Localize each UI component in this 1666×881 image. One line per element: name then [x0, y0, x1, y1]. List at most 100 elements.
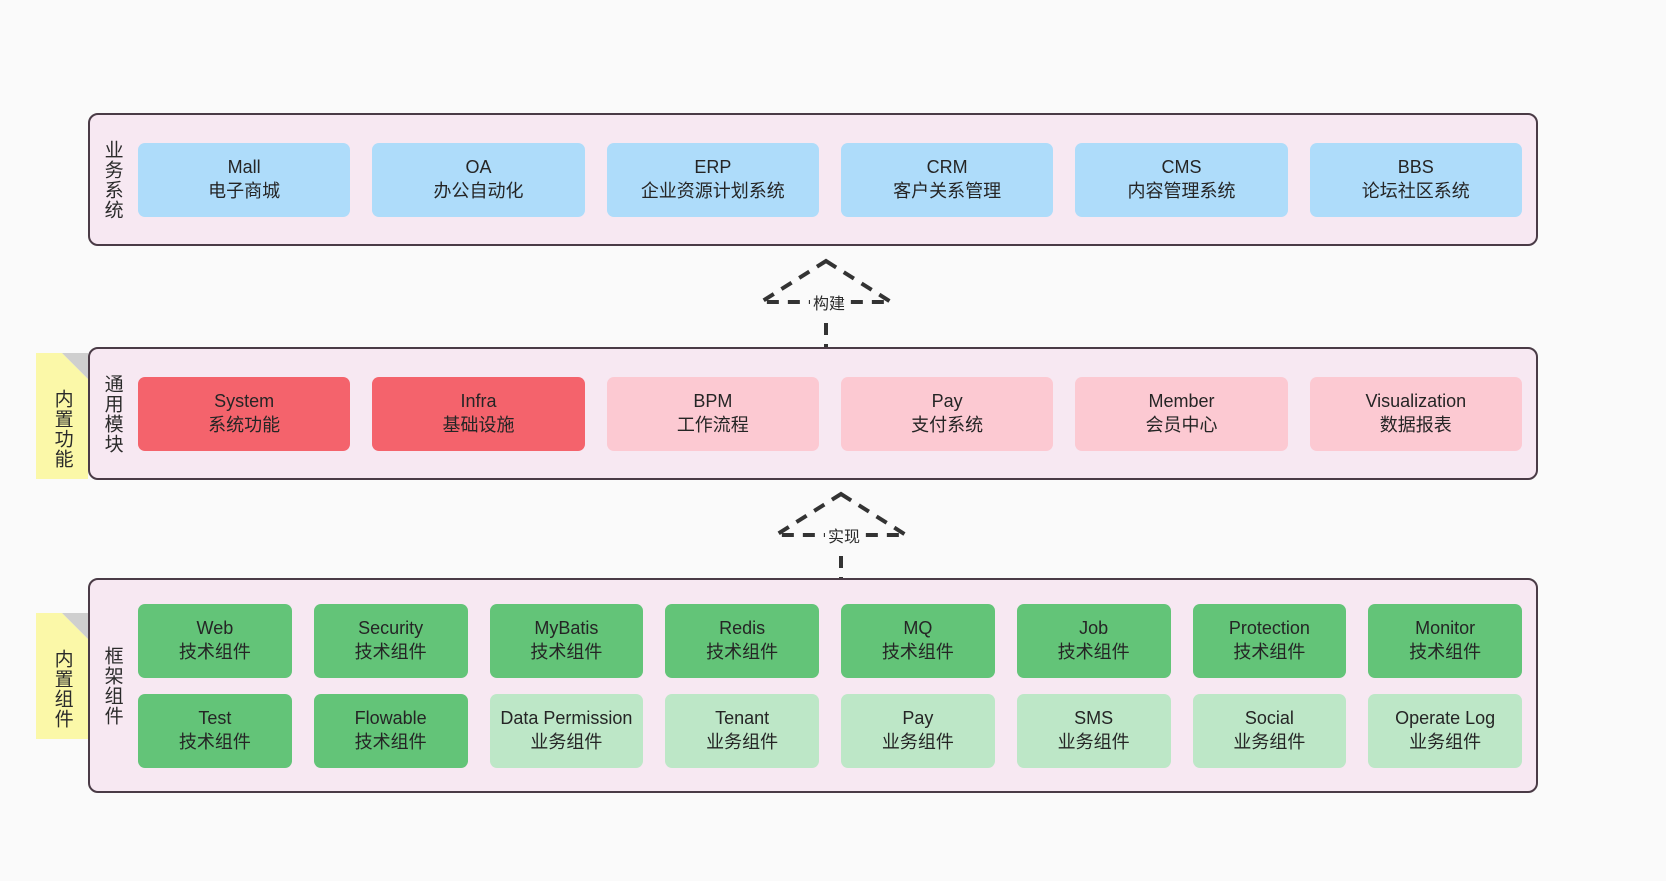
- node-label-cn: 技术组件: [706, 641, 779, 662]
- sticky-note-builtin-features: 内置功能: [36, 353, 88, 479]
- node-label-en: Job: [1079, 618, 1109, 639]
- layer-title-framework-components: 框架组件: [101, 645, 123, 726]
- node-label-cn: 技术组件: [1233, 641, 1306, 662]
- connector-label-build: 构建: [810, 290, 849, 314]
- node-label-cn: 内容管理系统: [1127, 180, 1236, 201]
- layer-title-common-modules: 通用模块: [101, 373, 123, 454]
- node-label-cn: 数据报表: [1379, 414, 1452, 435]
- node-label-en: Mall: [227, 157, 261, 178]
- sticky-note-builtin-components-label: 内置组件: [51, 649, 73, 729]
- node-label-en: Data Permission: [500, 708, 633, 729]
- node-label-en: OA: [465, 157, 492, 178]
- node-label-cn: 客户关系管理: [893, 180, 1002, 201]
- connector-build: 构建: [740, 255, 940, 355]
- node-label-cn: 支付系统: [911, 414, 984, 435]
- node-label-en: Social: [1244, 708, 1294, 729]
- node-label-en: Visualization: [1365, 391, 1467, 412]
- node-label-cn: 技术组件: [1057, 641, 1130, 662]
- node-label-cn: 业务组件: [1057, 731, 1130, 752]
- node-label-cn: 业务组件: [1233, 731, 1306, 752]
- node-label-cn: 企业资源计划系统: [640, 180, 785, 201]
- node-label-cn: 会员中心: [1145, 414, 1218, 435]
- node-label-cn: 系统功能: [208, 414, 281, 435]
- node-label-en: Flowable: [354, 708, 427, 729]
- node-label-cn: 业务组件: [706, 731, 779, 752]
- connector-label-implement: 实现: [825, 523, 864, 547]
- node-label-cn: 工作流程: [676, 414, 749, 435]
- node-label-cn: 技术组件: [178, 641, 251, 662]
- node-label-en: Member: [1148, 391, 1215, 412]
- node-label-en: Monitor: [1415, 618, 1476, 639]
- node-label-en: ERP: [694, 157, 732, 178]
- node-label-cn: 业务组件: [530, 731, 603, 752]
- node-label-cn: 电子商城: [208, 180, 281, 201]
- node-label-cn: 基础设施: [442, 414, 515, 435]
- node-label-en: CRM: [926, 157, 968, 178]
- node-label-en: BPM: [693, 391, 733, 412]
- node-label-en: Security: [358, 618, 424, 639]
- node-label-en: CMS: [1161, 157, 1202, 178]
- node-label-en: BBS: [1397, 157, 1434, 178]
- node-label-cn: 技术组件: [881, 641, 954, 662]
- node-label-cn: 论坛社区系统: [1361, 180, 1470, 201]
- node-label-en: SMS: [1074, 708, 1114, 729]
- node-label-en: Protection: [1228, 618, 1310, 639]
- sticky-note-builtin-features-label: 内置功能: [51, 389, 73, 469]
- node-label-en: System: [214, 391, 275, 412]
- node-label-en: Redis: [719, 618, 766, 639]
- node-label-en: Web: [196, 618, 234, 639]
- layer-title-business-systems: 业务系统: [101, 139, 123, 220]
- node-label-cn: 技术组件: [1409, 641, 1482, 662]
- node-label-en: Tenant: [715, 708, 770, 729]
- node-label-cn: 技术组件: [178, 731, 251, 752]
- node-label-cn: 技术组件: [530, 641, 603, 662]
- connector-implement: 实现: [755, 488, 955, 588]
- node-label-cn: 业务组件: [1409, 731, 1482, 752]
- node-label-en: Operate Log: [1395, 708, 1496, 729]
- node-label-en: Infra: [460, 391, 497, 412]
- node-label-en: Pay: [902, 708, 934, 729]
- node-label-cn: 办公自动化: [433, 180, 524, 201]
- node-label-cn: 技术组件: [354, 731, 427, 752]
- node-label-en: Pay: [931, 391, 963, 412]
- sticky-note-builtin-components: 内置组件: [36, 613, 88, 739]
